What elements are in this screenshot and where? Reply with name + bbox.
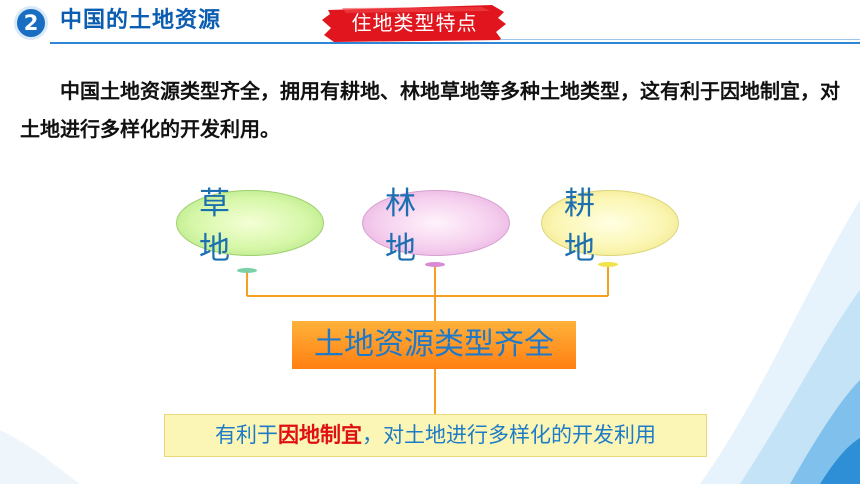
section-title: 中国的土地资源 <box>60 8 222 33</box>
main-concept-box: 土地资源类型齐全 <box>292 321 576 369</box>
brush-stroke-shape <box>322 5 506 42</box>
section-number-badge: 2 <box>14 6 48 40</box>
intro-paragraph: 中国土地资源类型齐全，拥用有耕地、林地草地等多种土地类型，这有利于因地制宜，对土… <box>20 79 840 141</box>
land-type-farmland: 耕 地 <box>541 186 679 267</box>
conclusion-highlight: 因地制宜 <box>278 423 362 447</box>
conclusion-box: 有利于因地制宜，对土地进行多样化的开发利用 <box>164 414 707 457</box>
connector-dot-grassland <box>237 268 257 273</box>
topic-badge: 住地类型特点 <box>322 2 507 44</box>
connector-dot-farmland <box>598 262 618 267</box>
slide-header: 2 中国的土地资源 住地类型特点 <box>0 0 860 46</box>
conclusion-prefix: 有利于 <box>215 423 278 447</box>
header-divider <box>50 42 860 44</box>
header-divider-thin <box>500 39 860 40</box>
topic-badge-label: 住地类型特点 <box>351 11 478 35</box>
conclusion-suffix: ，对土地进行多样化的开发利用 <box>362 423 656 447</box>
land-type-forest: 林 地 <box>362 186 510 267</box>
connector-dot-forest <box>425 262 445 267</box>
land-type-grassland: 草 地 <box>176 186 324 267</box>
